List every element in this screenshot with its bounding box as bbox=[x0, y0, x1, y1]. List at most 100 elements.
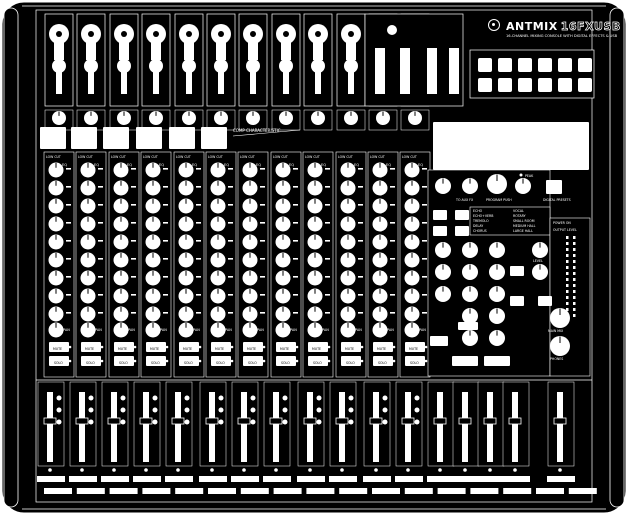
knob-ch11-8[interactable] bbox=[372, 288, 388, 304]
knob-ch2-3-cap[interactable] bbox=[80, 198, 96, 214]
knob-ch3-1-cap[interactable] bbox=[113, 162, 129, 178]
main-mix-knob[interactable] bbox=[550, 308, 570, 328]
knob-ch11-6[interactable] bbox=[372, 252, 388, 268]
comp-box-6[interactable] bbox=[201, 127, 227, 149]
gain-knob-ch10[interactable] bbox=[344, 111, 358, 125]
knob-ch6-2-cap[interactable] bbox=[210, 180, 226, 196]
knob-ch12-5-cap[interactable] bbox=[404, 234, 420, 250]
aux-button-2[interactable] bbox=[452, 356, 478, 366]
fx-to-aux-knob-cap[interactable] bbox=[435, 178, 451, 194]
gain-knob-ch1[interactable] bbox=[52, 111, 66, 125]
knob-ch2-5[interactable] bbox=[80, 234, 96, 250]
line-jack-ch9[interactable] bbox=[311, 59, 325, 73]
knob-ch7-3[interactable] bbox=[242, 198, 258, 214]
knob-ch4-1-cap[interactable] bbox=[145, 162, 161, 178]
aux-button-3[interactable] bbox=[484, 356, 510, 366]
pan-knob-ch12[interactable] bbox=[404, 322, 420, 338]
pan-knob-ch11[interactable] bbox=[372, 322, 388, 338]
pan-knob-ch5-cap[interactable] bbox=[178, 322, 194, 338]
comp-box-4[interactable] bbox=[136, 127, 162, 149]
fader-btn-6-3[interactable] bbox=[218, 419, 224, 425]
output-jack-2[interactable] bbox=[498, 58, 512, 72]
line-jack-ch5[interactable] bbox=[182, 59, 196, 73]
knob-ch4-7[interactable] bbox=[145, 270, 161, 286]
knob-ch8-8-cap[interactable] bbox=[275, 288, 291, 304]
knob-ch6-5-cap[interactable] bbox=[210, 234, 226, 250]
knob-ch10-1[interactable] bbox=[340, 162, 356, 178]
solo-button-ch9[interactable] bbox=[308, 356, 328, 366]
mute-button-ch8[interactable] bbox=[276, 342, 296, 352]
insert-jack-ch5[interactable] bbox=[186, 72, 192, 94]
fader-cap-4[interactable] bbox=[139, 417, 153, 425]
knob-ch2-8-cap[interactable] bbox=[80, 288, 96, 304]
knob-ch11-3[interactable] bbox=[372, 198, 388, 214]
fader-cap-3[interactable] bbox=[107, 417, 121, 425]
output-jack-3[interactable] bbox=[518, 58, 532, 72]
knob-ch11-9-cap[interactable] bbox=[372, 306, 388, 322]
knob-ch2-2[interactable] bbox=[80, 180, 96, 196]
fader-track-13[interactable] bbox=[437, 392, 443, 462]
solo-button-ch7[interactable] bbox=[243, 356, 263, 366]
fader-btn-3-3[interactable] bbox=[120, 419, 126, 425]
pan-knob-ch2[interactable] bbox=[80, 322, 96, 338]
knob-ch12-2[interactable] bbox=[404, 180, 420, 196]
knob-ch12-2-cap[interactable] bbox=[404, 180, 420, 196]
fx-button-4[interactable] bbox=[455, 226, 469, 236]
knob-ch3-2-cap[interactable] bbox=[113, 180, 129, 196]
fader-track-7[interactable] bbox=[241, 392, 247, 462]
fader-btn-2-1[interactable] bbox=[88, 395, 94, 401]
knob-ch3-7-cap[interactable] bbox=[113, 270, 129, 286]
knob-ch9-2-cap[interactable] bbox=[307, 180, 323, 196]
knob-ch12-8[interactable] bbox=[404, 288, 420, 304]
knob-ch1-9-cap[interactable] bbox=[48, 306, 64, 322]
knob-ch4-7-cap[interactable] bbox=[145, 270, 161, 286]
knob-ch11-2-cap[interactable] bbox=[372, 180, 388, 196]
knob-ch10-5[interactable] bbox=[340, 234, 356, 250]
knob-ch2-4[interactable] bbox=[80, 216, 96, 232]
knob-ch4-3-cap[interactable] bbox=[145, 198, 161, 214]
pan-knob-ch6[interactable] bbox=[210, 322, 226, 338]
fader-btn-1-3[interactable] bbox=[56, 419, 62, 425]
knob-ch12-4-cap[interactable] bbox=[404, 216, 420, 232]
aux-knob-5[interactable] bbox=[462, 264, 478, 280]
line-jack-ch4[interactable] bbox=[149, 59, 163, 73]
aux-knob-6-cap[interactable] bbox=[489, 264, 505, 280]
aux-knob-8[interactable] bbox=[462, 286, 478, 302]
aux-knob-7[interactable] bbox=[435, 286, 451, 302]
knob-ch9-1-cap[interactable] bbox=[307, 162, 323, 178]
mute-button-ch4[interactable] bbox=[146, 342, 166, 352]
knob-ch2-5-cap[interactable] bbox=[80, 234, 96, 250]
display-window[interactable] bbox=[433, 122, 589, 170]
knob-ch4-5-cap[interactable] bbox=[145, 234, 161, 250]
fx-button-2[interactable] bbox=[455, 210, 469, 220]
knob-ch2-6[interactable] bbox=[80, 252, 96, 268]
knob-ch12-1-cap[interactable] bbox=[404, 162, 420, 178]
knob-ch5-6-cap[interactable] bbox=[178, 252, 194, 268]
fader-btn-11-3[interactable] bbox=[382, 419, 388, 425]
knob-ch4-2[interactable] bbox=[145, 180, 161, 196]
mute-master-button[interactable] bbox=[510, 296, 524, 306]
pan-knob-ch7[interactable] bbox=[242, 322, 258, 338]
knob-ch1-3[interactable] bbox=[48, 198, 64, 214]
knob-ch10-6[interactable] bbox=[340, 252, 356, 268]
aux-knob-4-cap[interactable] bbox=[435, 264, 451, 280]
pan-knob-ch10[interactable] bbox=[340, 322, 356, 338]
knob-ch12-7-cap[interactable] bbox=[404, 270, 420, 286]
knob-ch10-5-cap[interactable] bbox=[340, 234, 356, 250]
knob-ch6-1[interactable] bbox=[210, 162, 226, 178]
knob-ch5-2[interactable] bbox=[178, 180, 194, 196]
fader-track-17[interactable] bbox=[557, 392, 563, 462]
knob-ch11-4[interactable] bbox=[372, 216, 388, 232]
knob-ch4-6-cap[interactable] bbox=[145, 252, 161, 268]
knob-ch10-9-cap[interactable] bbox=[340, 306, 356, 322]
knob-ch12-9-cap[interactable] bbox=[404, 306, 420, 322]
insert-jack-ch10[interactable] bbox=[348, 72, 354, 94]
mute-button-ch3[interactable] bbox=[114, 342, 134, 352]
fader-btn-4-3[interactable] bbox=[152, 419, 158, 425]
line-jack-ch8[interactable] bbox=[279, 59, 293, 73]
knob-ch11-6-cap[interactable] bbox=[372, 252, 388, 268]
knob-ch8-5-cap[interactable] bbox=[275, 234, 291, 250]
fader-cap-13[interactable] bbox=[433, 417, 447, 425]
knob-ch5-1[interactable] bbox=[178, 162, 194, 178]
knob-ch9-1[interactable] bbox=[307, 162, 323, 178]
